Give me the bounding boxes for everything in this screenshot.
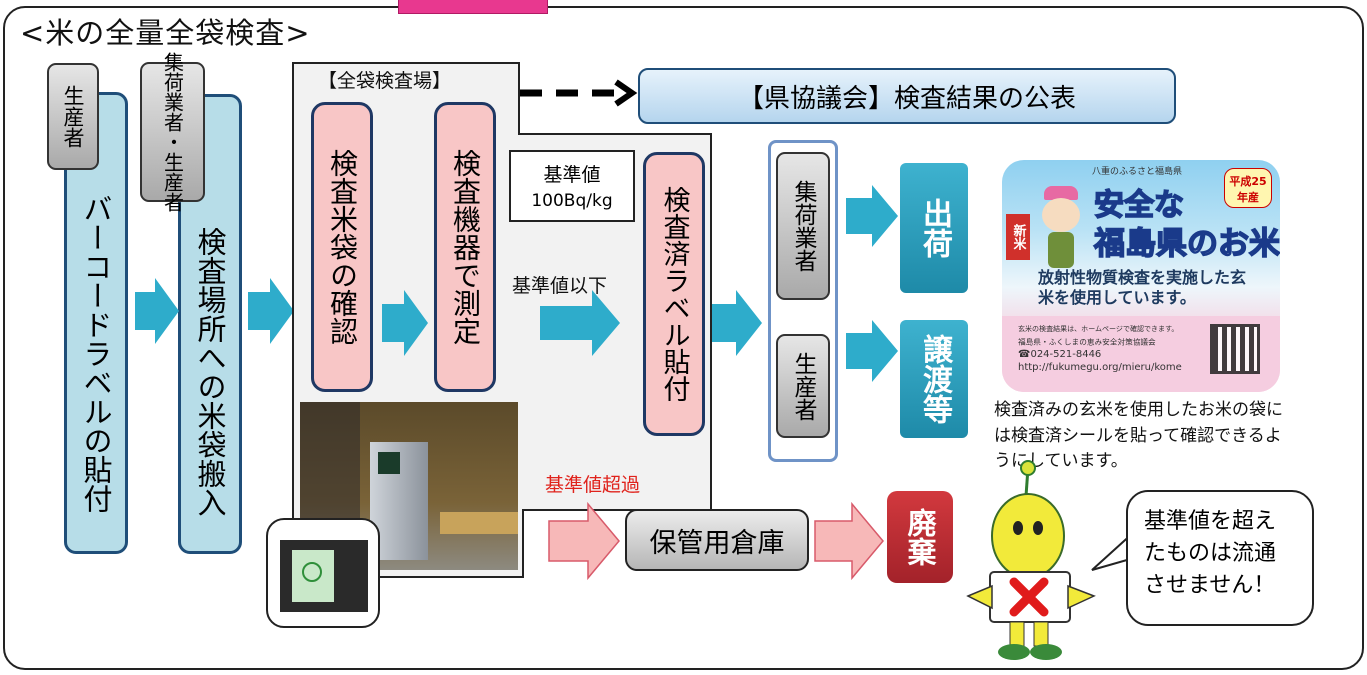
sticker-url: http://fukumegu.org/mieru/kome [1018,362,1182,373]
sticker-note: 検査済みの玄米を使用したお米の袋には検査済シールを貼って確認できるようにしていま… [994,400,1283,471]
sticker-footer-2: 福島県・ふくしまの恵み安全対策協議会 [1018,338,1156,348]
inspected-label-step: 検査済ラベル貼付 [643,152,705,436]
pink-arrow-1 [548,501,620,581]
sticker-footer-1: 玄米の検査結果は、ホームページで確認できます。 [1018,325,1179,334]
sticker-headline-1: 安全な [1093,187,1185,224]
teal-arrow-4 [540,290,620,356]
speech-bubble: 基準値を超えたものは流通させません！ [1126,490,1314,626]
sticker-phone: ☎024-521-8446 [1018,349,1102,360]
ship-result: 出荷 [900,163,968,293]
sticker-year-badge: 平成25年産 [1224,168,1272,208]
teal-arrow-1 [135,278,179,344]
confirm-bags-step: 検査米袋の確認 [311,102,373,392]
dashed-arrow-to-council [520,79,638,107]
standard-value-label: 基準値 [543,164,601,186]
measure-step: 検査機器で測定 [434,102,496,392]
collector-tag: 集荷業者・生産者 [140,52,205,212]
council-publication-banner: 【県協議会】検査結果の公表 [638,68,1176,124]
standard-value-box: 基準値 100Bq/kg [509,150,635,222]
sticker-new-rice: 新米 [1006,214,1030,260]
producer-tag: 生産者 [47,63,99,170]
teal-arrow-5 [712,290,762,356]
teal-arrow-ship [846,185,898,247]
sticker-headline-2: 福島県のお米 [1093,225,1280,263]
sticker-character-icon [1032,182,1088,272]
mascot-character-icon [966,460,1096,660]
dispose-box: 廃棄 [887,491,953,583]
transport-text: 検査場所への米袋搬入 [193,226,227,517]
standard-value-number: 100Bq/kg [531,191,613,211]
sticker-qr-code [1210,324,1260,374]
sticker-body: 放射性物質検査を実施した玄米を使用しています。 [1038,268,1247,307]
transfer-result: 譲渡等 [900,320,968,438]
inspection-sticker-image: 八重のふるさと福島県 平成25年産 新米 安全な 福島県のお米 放射性物質検査を… [1002,160,1280,392]
barcode-label-text: バーコードラベルの貼付 [79,193,113,513]
sticker-header: 八重のふるさと福島県 [1092,167,1183,177]
storage-warehouse-box: 保管用倉庫 [625,509,809,571]
teal-arrow-3 [382,290,428,356]
below-standard-label: 基準値以下 [512,275,608,297]
facility-title: 【全袋検査場】 [318,70,452,92]
teal-arrow-2 [248,278,294,344]
teal-arrow-transfer [846,320,898,382]
dest-collector: 集荷業者 [776,152,830,300]
exceeds-standard-label: 基準値超過 [545,474,641,496]
dest-producer: 生産者 [776,334,830,438]
top-tab-marker [398,0,548,14]
monitor-photo-inset [266,518,380,628]
diagram-title: <米の全量全袋検査> [20,16,311,50]
pink-arrow-2 [814,501,884,581]
